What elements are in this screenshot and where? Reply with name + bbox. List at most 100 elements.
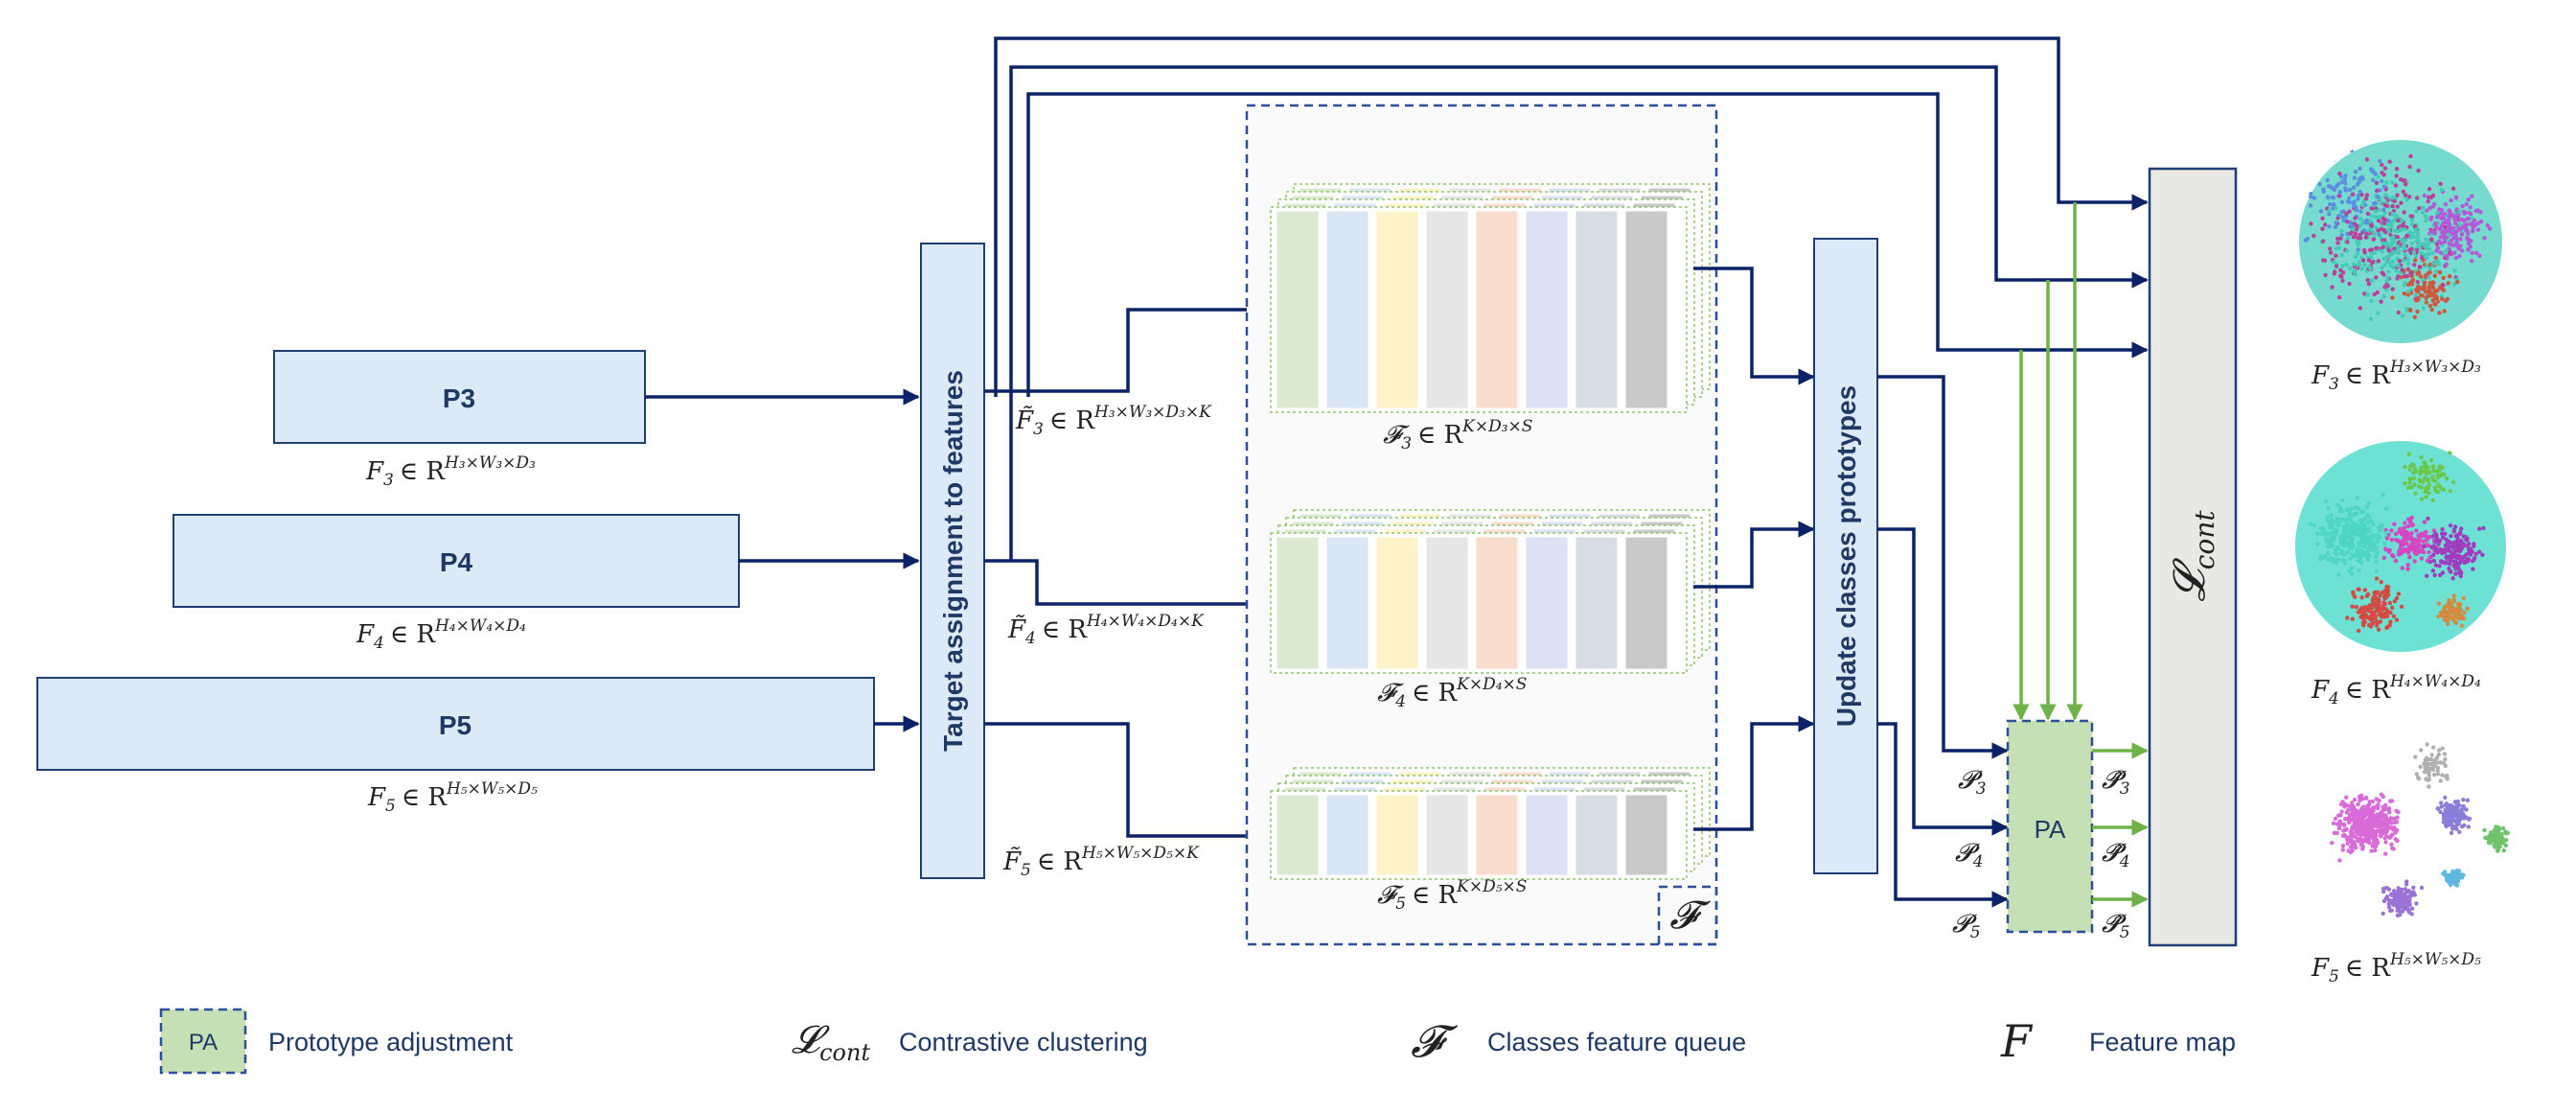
tsne-point (2477, 526, 2482, 531)
tsne-point (2439, 187, 2445, 193)
tsne-point (2447, 242, 2451, 246)
tsne-point (2448, 522, 2453, 528)
tsne-point (2390, 287, 2395, 291)
tsne-point (2335, 236, 2340, 242)
tsne-point (2441, 275, 2446, 281)
tsne-point (2344, 211, 2349, 216)
tsne-point (2399, 889, 2404, 894)
tsne-point (2458, 237, 2463, 242)
tsne-point (2450, 869, 2455, 874)
tsne-point (2409, 484, 2414, 490)
tsne-point (2411, 463, 2416, 468)
tsne-point (2347, 569, 2352, 573)
tsne-point (2495, 843, 2499, 848)
tsne-point (2455, 244, 2461, 248)
tsne-point (2358, 222, 2363, 227)
arrow-update-to-pa-3 (1877, 375, 2009, 759)
tsne-point (2413, 469, 2418, 474)
tsne-point (2426, 534, 2432, 540)
tsne-point (2326, 506, 2331, 511)
tsne-point (2335, 241, 2340, 245)
tsne-point (2374, 559, 2379, 565)
queue-column (1475, 794, 1519, 876)
tsne-point (2362, 609, 2367, 615)
tsne-point (2457, 222, 2462, 227)
tsne-point (2387, 623, 2392, 628)
tsne-point (2455, 279, 2460, 285)
tsne-point (2447, 808, 2451, 814)
tsne-point (2449, 830, 2454, 836)
tsne-point (2391, 614, 2397, 618)
queue-layer (1270, 790, 1688, 880)
tsne-point (2341, 828, 2346, 833)
tsne-point (2404, 531, 2408, 536)
tsne-point (2409, 515, 2414, 521)
tsne-point (2376, 607, 2380, 613)
tsne-point (2360, 258, 2366, 263)
tsne-point (2439, 211, 2444, 216)
tsne-point (2402, 210, 2406, 215)
tsne-point (2397, 259, 2403, 264)
tsne-point (2430, 251, 2435, 256)
tsne-point (2404, 193, 2408, 197)
queue-column (1525, 794, 1569, 876)
tsne-point (2468, 552, 2473, 557)
tsne-point (2440, 550, 2445, 556)
tsne-point (2350, 571, 2355, 576)
arrow-queue4-to-update (1693, 521, 1815, 589)
tsne-point (2318, 209, 2324, 214)
tsne-point (2435, 769, 2440, 774)
tsne-point (2461, 534, 2466, 539)
tsne-point (2433, 478, 2438, 483)
tsne-point (2387, 600, 2393, 606)
tsne-label-f3: F3∈ RH₃×W₃×D₃ (2311, 358, 2481, 394)
tsne-point (2386, 897, 2392, 903)
tsne-point (2388, 619, 2393, 624)
tsne-point (2360, 814, 2366, 820)
tsne-point (2434, 539, 2439, 544)
tsne-point (2381, 555, 2387, 561)
tsne-point (2415, 280, 2420, 285)
tsne-point (2471, 567, 2475, 571)
tsne-point (2365, 550, 2370, 555)
tsne-point (2439, 801, 2444, 805)
tsne-point (2449, 197, 2453, 203)
tsne-point (2347, 281, 2352, 287)
tsne-point (2380, 249, 2384, 254)
tsne-point (2430, 464, 2435, 469)
tsne-point (2434, 210, 2440, 216)
tsne-point (2376, 219, 2381, 223)
tsne-point (2430, 229, 2436, 235)
tsne-point (2422, 193, 2427, 198)
tsne-point (2338, 541, 2343, 546)
tsne-point (2391, 235, 2396, 240)
tsne-point (2319, 531, 2324, 536)
tsne-point (2395, 908, 2400, 914)
tsne-point (2346, 543, 2351, 548)
tsne-point (2374, 245, 2379, 251)
tsne-point (2450, 817, 2454, 822)
tsne-point (2361, 536, 2366, 541)
tsne-point (2429, 293, 2434, 298)
tsne-point (2386, 253, 2392, 258)
tsne-point (2381, 601, 2386, 606)
tsne-point (2377, 215, 2381, 220)
tsne-point (2374, 554, 2379, 559)
tsne-point (2413, 491, 2418, 496)
tsne-point (2418, 274, 2424, 279)
tsne-point (2430, 534, 2435, 539)
tsne-point (2435, 245, 2440, 250)
tsne-point (2358, 306, 2363, 311)
tsne-point (2390, 832, 2395, 837)
tsne-point (2334, 205, 2338, 211)
tsne-point (2390, 259, 2396, 264)
tsne-point (2363, 808, 2368, 814)
tsne-point (2470, 194, 2474, 198)
tsne-point (2371, 547, 2376, 552)
tsne-point (2374, 206, 2379, 211)
queue-column (1575, 536, 1619, 670)
tsne-point (2451, 597, 2456, 602)
tsne-point (2438, 572, 2443, 578)
tsne-point (2352, 262, 2357, 267)
tsne-point (2348, 528, 2353, 533)
